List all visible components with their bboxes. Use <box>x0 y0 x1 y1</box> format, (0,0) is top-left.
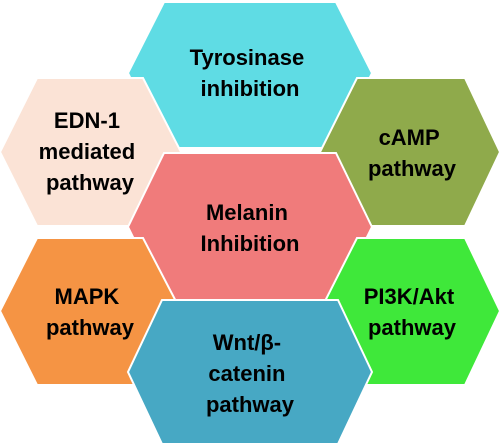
hexagon-wnt-line-3: pathway <box>206 392 295 417</box>
hexagon-tyrosinase-line-2: inhibition <box>201 76 300 101</box>
hexagon-camp: cAMP pathway <box>318 77 500 227</box>
hexagon-edn1-line-1: EDN-1 <box>54 108 120 133</box>
hexagon-wnt-shape <box>126 299 374 445</box>
hexagon-pi3k-label: PI3K/Akt pathway <box>364 284 461 340</box>
hexagon-melanin-label: Melanin Inhibition <box>201 200 300 256</box>
hexagon-camp-line-1: cAMP <box>379 125 440 150</box>
hexagon-wnt-label: Wnt/β- catenin pathway <box>206 330 295 417</box>
hexagon-melanin-line-1: Melanin <box>206 200 288 225</box>
hexagon-pi3k: PI3K/Akt pathway <box>318 237 500 386</box>
hexagon-mapk-label: MAPK pathway <box>46 284 135 340</box>
hexagon-mapk-line-2: pathway <box>46 315 135 340</box>
hexagon-tyrosinase-line-1: Tyrosinase <box>190 45 305 70</box>
hexagon-mapk-line-1: MAPK <box>55 284 120 309</box>
hexagon-camp-line-2: pathway <box>368 156 457 181</box>
hexagon-melanin: Melanin Inhibition <box>126 152 374 301</box>
hexagon-edn1-line-2: mediated <box>39 139 136 164</box>
hexagon-melanin-line-2: Inhibition <box>201 231 300 256</box>
hexagon-pi3k-line-2: pathway <box>368 315 457 340</box>
hexagon-edn1-label: EDN-1 mediated pathway <box>39 108 142 195</box>
hexagon-tyrosinase-label: Tyrosinase inhibition <box>190 45 311 101</box>
hexagon-edn1: EDN-1 mediated pathway <box>0 77 183 227</box>
hexagon-wnt-line-1: Wnt/β- <box>213 330 281 355</box>
hexagon-mapk: MAPK pathway <box>0 237 183 386</box>
hexagon-camp-label: cAMP pathway <box>368 125 457 181</box>
hexagon-edn1-line-3: pathway <box>46 170 135 195</box>
hexagon-pi3k-line-1: PI3K/Akt <box>364 284 455 309</box>
hexagon-wnt-line-2: catenin <box>208 361 285 386</box>
hexagon-wnt: Wnt/β- catenin pathway <box>126 299 374 445</box>
